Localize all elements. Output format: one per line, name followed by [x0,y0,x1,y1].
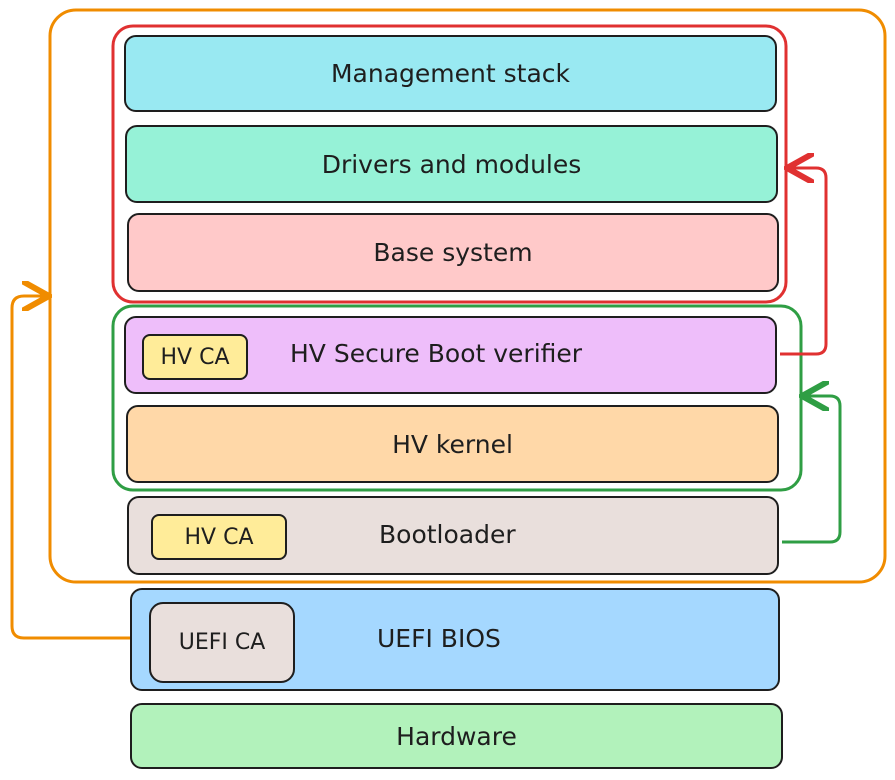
hv-kernel-layer: HV kernel [126,405,779,483]
bootloader-to-kernel-arrow [782,396,842,544]
hardware-layer: Hardware [130,703,783,769]
hv-ca-badge-bootloader: HV CA [151,514,287,560]
uefi-ca-badge-label: UEFI CA [178,630,266,655]
uefi-ca-badge: UEFI CA [149,602,295,683]
base-system-layer: Base system [127,213,779,292]
bootloader-layer: HV CA Bootloader [127,496,779,575]
hardware-label: Hardware [396,721,517,751]
hv-ca-badge-verifier-label: HV CA [160,344,230,370]
verifier-to-drivers-arrow [780,168,828,356]
hv-secure-boot-verifier-label: HV Secure Boot verifier [290,339,583,368]
base-system-label: Base system [373,238,533,267]
drivers-modules-layer: Drivers and modules [125,125,778,203]
hv-ca-badge-bootloader-label: HV CA [184,524,254,550]
management-stack-label: Management stack [330,59,570,88]
hv-secure-boot-verifier-layer: HV CA HV Secure Boot verifier [124,316,777,394]
hv-ca-badge-verifier: HV CA [142,334,248,380]
management-stack-layer: Management stack [124,35,777,112]
uefi-bios-layer: UEFI CA UEFI BIOS [130,588,780,691]
drivers-modules-label: Drivers and modules [321,149,582,179]
bootloader-label: Bootloader [379,520,516,549]
hv-kernel-label: HV kernel [392,429,513,459]
uefi-bios-label: UEFI BIOS [377,624,501,653]
